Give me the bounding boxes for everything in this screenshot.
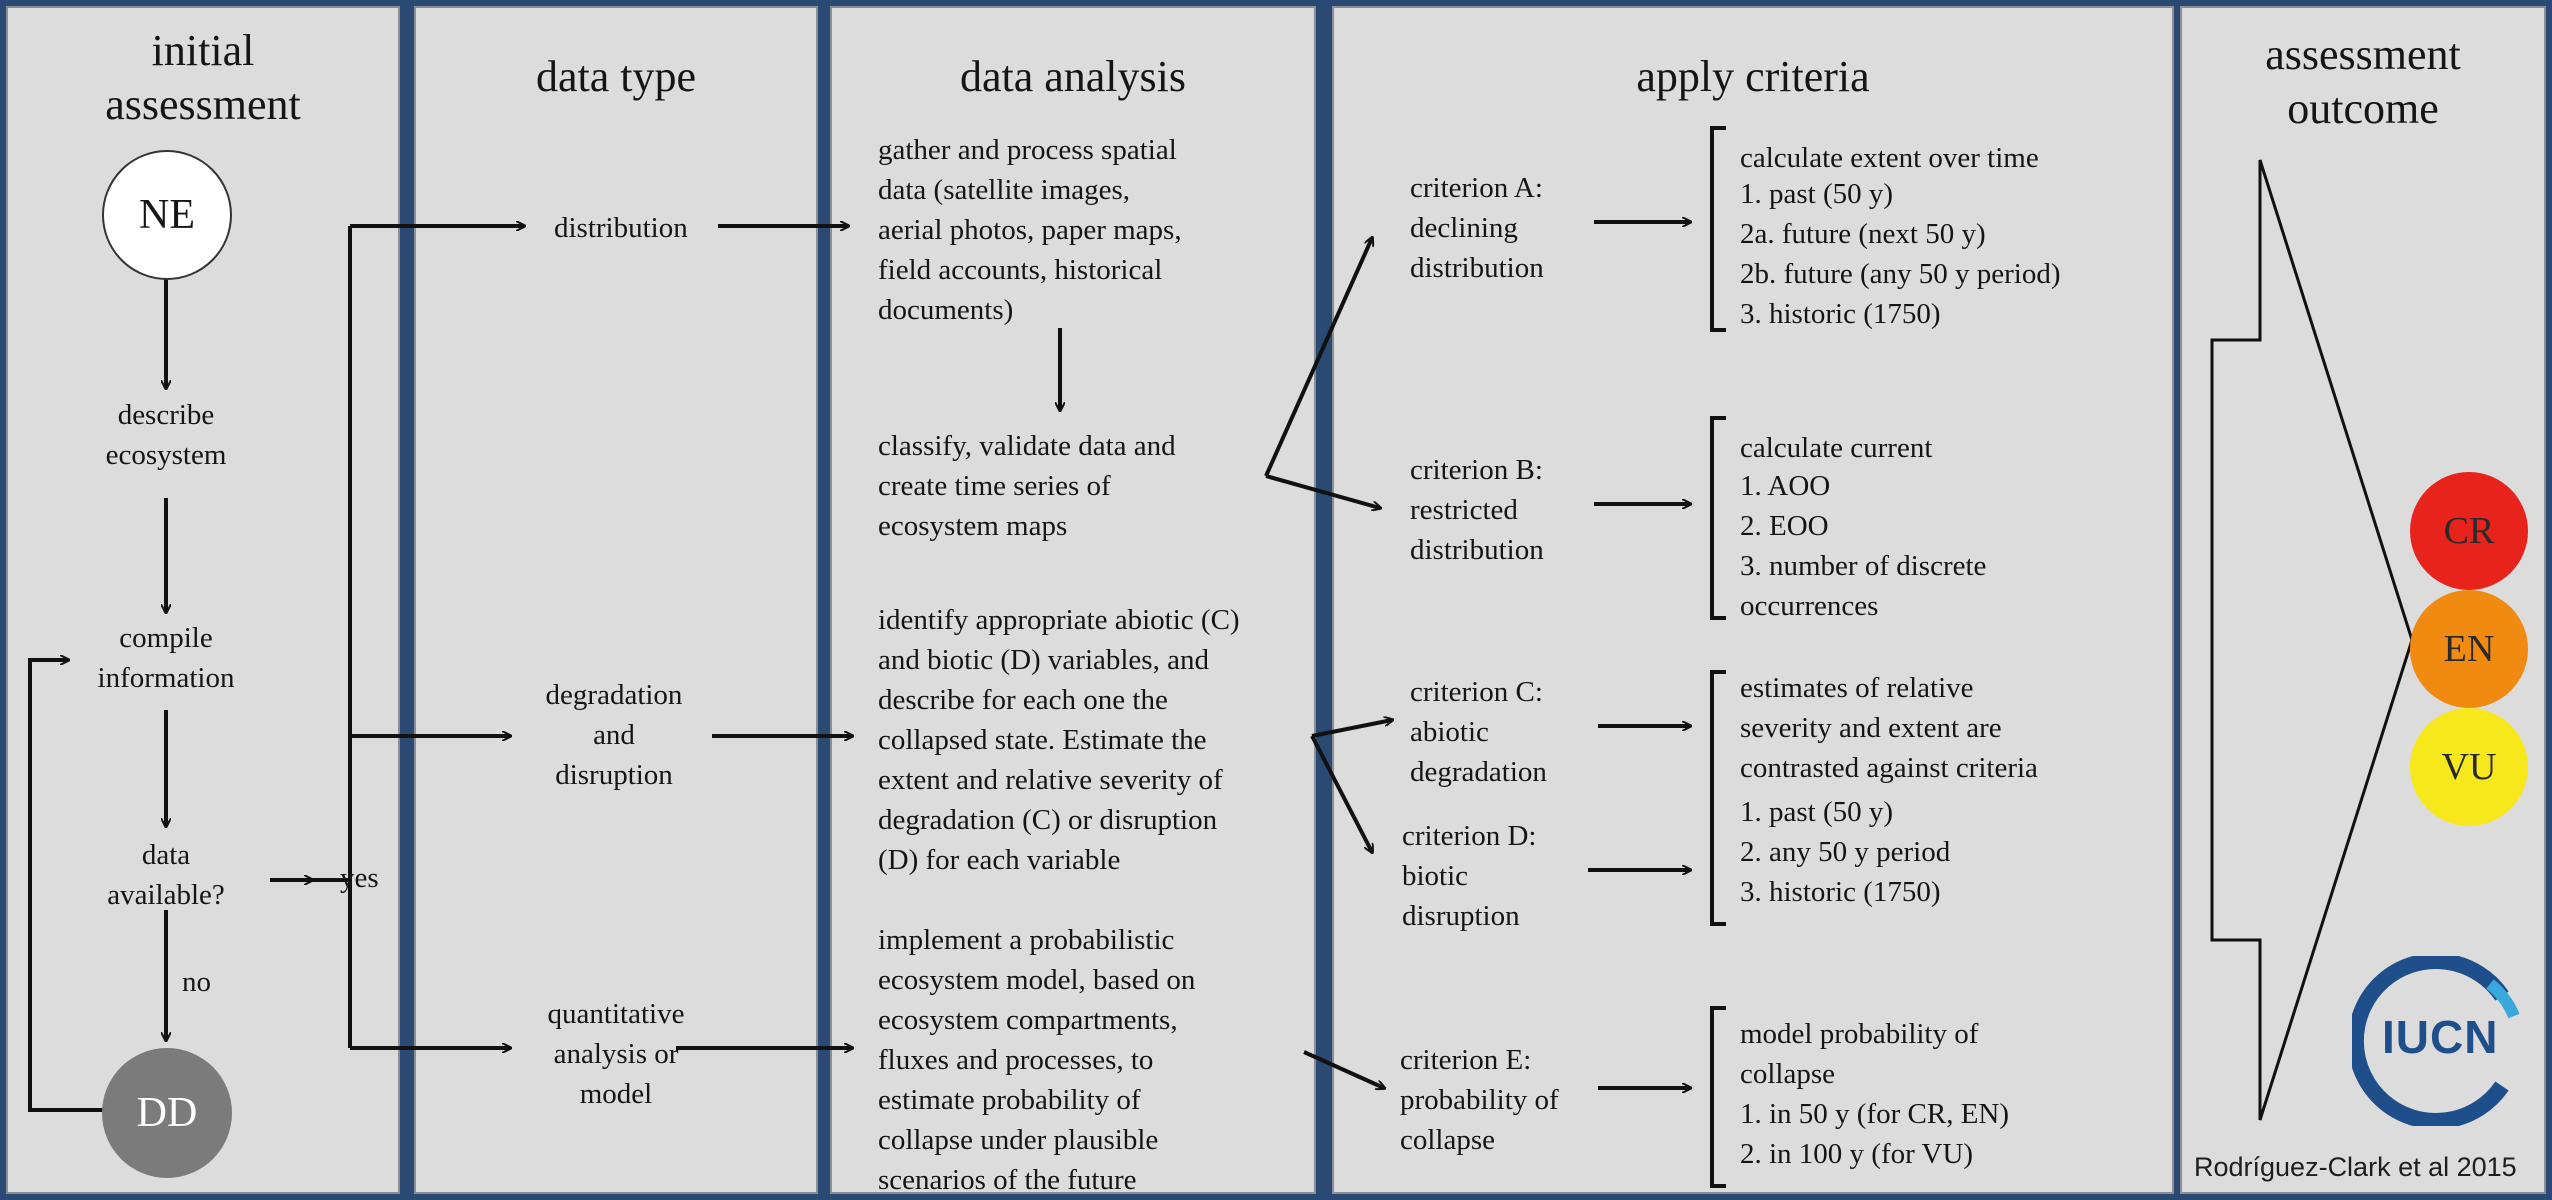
dd-node: DD (102, 1048, 232, 1178)
analysis-classify: classify, validate data and create time … (878, 430, 1176, 542)
data-type-quantitative: quantitative analysis or model (547, 998, 685, 1110)
arrow-identify-criterion-c (1311, 720, 1392, 738)
brackets (1710, 126, 1726, 1188)
title-apply-criteria: apply criteria (1636, 52, 1870, 101)
ne-node: NE (102, 150, 232, 280)
bracket-b (1710, 416, 1726, 620)
arrow-classify-criterion-a (1264, 238, 1372, 477)
arrow-classify-criterion-b (1265, 474, 1380, 508)
analysis-implement: implement a probabilistic ecosystem mode… (878, 924, 1196, 1196)
outcome-cr-label: CR (2443, 510, 2495, 552)
details-a-items: 1. past (50 y) 2a. future (next 50 y) 2b… (1740, 178, 2061, 330)
criterion-c: criterion C: abiotic degradation (1410, 676, 1547, 788)
data-type-degradation: degradation and disruption (545, 679, 683, 791)
details-b-items: 1. AOO 2. EOO 3. number of discrete occu… (1740, 470, 1987, 622)
arrow-dd-loop (28, 660, 110, 1112)
outcome-en-label: EN (2443, 628, 2495, 670)
dd-label: DD (136, 1090, 198, 1136)
iucn-logo-text: IUCN (2382, 1011, 2499, 1063)
branch-lines (312, 226, 352, 1048)
analysis-gather: gather and process spatial data (satelli… (878, 134, 1182, 326)
criterion-e: criterion E: probability of collapse (1400, 1044, 1559, 1156)
bracket-a (1710, 126, 1726, 332)
outcome-cr-badge: CR (2410, 472, 2528, 590)
criterion-b: criterion B: restricted distribution (1410, 454, 1544, 566)
arrow-implement-criterion-e (1303, 1050, 1384, 1088)
title-data-analysis: data analysis (959, 52, 1187, 101)
panel-data-type: data type (414, 6, 818, 1194)
details-e-title: model probability of collapse (1740, 1018, 1979, 1090)
ne-label: NE (139, 192, 195, 238)
data-type-distribution: distribution (554, 212, 688, 244)
outcome-en-badge: EN (2410, 590, 2528, 708)
data-available-question: data available? (107, 839, 225, 911)
panel-apply-criteria: apply criteria (1332, 6, 2174, 1194)
details-cd-title: estimates of relative severity and exten… (1740, 672, 2038, 784)
arrows (28, 222, 1690, 1112)
details-cd-items: 1. past (50 y) 2. any 50 y period 3. his… (1740, 796, 1951, 908)
bracket-e (1710, 1006, 1726, 1188)
details-a-title: calculate extent over time (1740, 142, 2039, 174)
compile-information: compile information (97, 622, 235, 694)
yes-label: yes (340, 862, 379, 894)
details-b-title: calculate current (1740, 432, 1933, 464)
panel-data-analysis: data analysis (830, 6, 1316, 1194)
no-label: no (182, 966, 211, 998)
analysis-identify: identify appropriate abiotic (C) and bio… (878, 604, 1240, 876)
outcome-vu-badge: VU (2410, 708, 2528, 826)
outcome-vu-label: VU (2441, 746, 2497, 788)
criterion-a: criterion A: declining distribution (1410, 172, 1544, 284)
details-e-items: 1. in 50 y (for CR, EN) 2. in 100 y (for… (1740, 1098, 2010, 1170)
describe-ecosystem: describe ecosystem (105, 399, 227, 471)
arrow-identify-criterion-d (1310, 735, 1372, 852)
title-assessment-outcome: assessment outcome (2265, 30, 2461, 133)
criterion-d: criterion D: biotic disruption (1402, 820, 1537, 932)
title-initial-assessment: initial assessment (105, 26, 301, 129)
outcome-chevron (2210, 159, 2414, 1121)
bracket-cd (1710, 670, 1726, 926)
title-data-type: data type (535, 52, 697, 101)
credit-line: Rodríguez-Clark et al 2015 (2194, 1152, 2517, 1182)
iucn-logo-icon (2352, 956, 2520, 1126)
